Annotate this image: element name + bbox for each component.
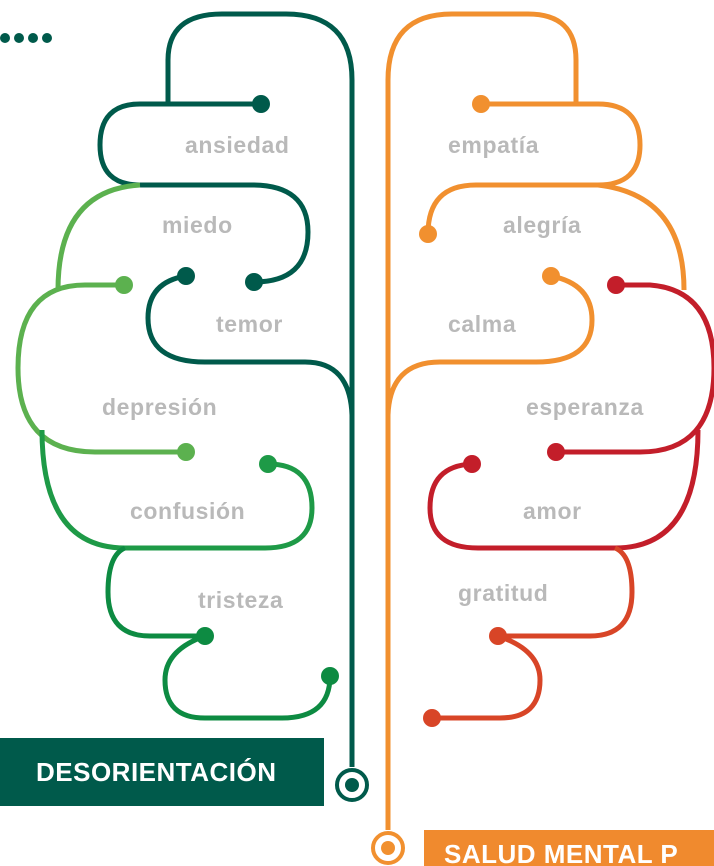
gratitud-dot [489, 627, 507, 645]
tristeza-dot [196, 627, 214, 645]
confusion-loop [39, 429, 315, 551]
depresion-lower-dot [177, 443, 195, 461]
calma-dot [542, 267, 560, 285]
left-label-box: DESORIENTACIÓN [0, 738, 324, 806]
left-label-text: DESORIENTACIÓN [36, 757, 277, 787]
miedo-loop [55, 182, 141, 291]
depresion-loop [15, 282, 186, 455]
temor-upper-dot [245, 273, 263, 291]
amor-dot [463, 455, 481, 473]
gratitud-end-dot [423, 709, 441, 727]
right-terminal-inner [381, 841, 395, 855]
word-alegria: alegría [503, 212, 581, 238]
esperanza-loop [556, 282, 714, 455]
word-esperanza: esperanza [526, 394, 644, 420]
gratitud-loop [432, 545, 635, 721]
left-terminal-inner [345, 778, 359, 792]
right-label-box: SALUD MENTAL P [424, 830, 714, 866]
alegria-dot [419, 225, 437, 243]
word-calma: calma [448, 311, 516, 337]
right-label-text: SALUD MENTAL P [444, 839, 679, 866]
word-temor: temor [216, 311, 283, 337]
depresion-upper-dot [115, 276, 133, 294]
esperanza-lower-dot [547, 443, 565, 461]
ansiedad-loop [97, 101, 311, 285]
word-confusion: confusión [130, 498, 245, 524]
word-miedo: miedo [162, 212, 233, 238]
word-tristeza: tristeza [198, 587, 283, 613]
ansiedad-dot [252, 95, 270, 113]
word-depresion: depresión [102, 394, 217, 420]
empatia-loop [425, 101, 643, 235]
word-amor: amor [523, 498, 582, 524]
word-ansiedad: ansiedad [185, 132, 290, 158]
right-trunk-line [385, 11, 579, 830]
tristeza-end-dot [321, 667, 339, 685]
word-empatia: empatía [448, 132, 539, 158]
temor-dot [177, 267, 195, 285]
esperanza-upper-dot [607, 276, 625, 294]
word-gratitud: gratitud [458, 580, 548, 606]
temor-loop [145, 273, 355, 416]
amor-loop [427, 429, 701, 551]
decorative-dots [0, 30, 56, 48]
alegria-outer [597, 182, 687, 291]
calma-loop [385, 273, 595, 416]
empatia-dot [472, 95, 490, 113]
tristeza-loop [105, 545, 333, 721]
left-trunk-line [165, 11, 355, 767]
confusion-dot [259, 455, 277, 473]
